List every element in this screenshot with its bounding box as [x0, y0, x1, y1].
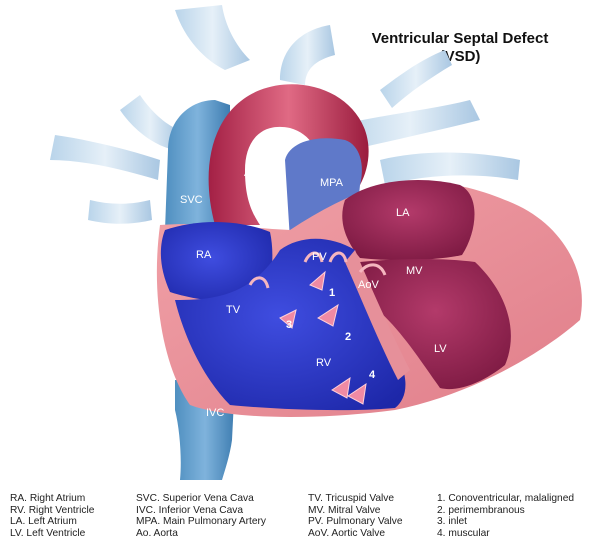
legend-column-chambers: RA. Right Atrium RV. Right Ventricle LA.…	[10, 493, 94, 539]
legend-item: LA. Left Atrium	[10, 516, 94, 528]
defect-number-4: 4	[369, 369, 376, 381]
label-svc: SVC	[180, 194, 203, 206]
label-mpa: MPA	[320, 177, 344, 189]
legend-column-defect-types: 1. Conoventricular, malaligned 2. perime…	[437, 493, 574, 539]
left-atrium	[342, 180, 474, 260]
label-mv: MV	[406, 265, 423, 277]
label-lv: LV	[434, 343, 447, 355]
legend-item: RA. Right Atrium	[10, 493, 94, 505]
legend-item: Ao. Aorta	[136, 528, 266, 539]
label-la: LA	[396, 207, 410, 219]
legend-item: TV. Tricuspid Valve	[308, 493, 403, 505]
label-rv: RV	[316, 357, 332, 369]
legend-item: 4. muscular	[437, 528, 574, 539]
label-tv: TV	[226, 304, 241, 316]
defect-number-3: 3	[286, 319, 292, 331]
legend-item: MV. Mitral Valve	[308, 505, 403, 517]
legend-item: AoV. Aortic Valve	[308, 528, 403, 539]
legend-item: 3. inlet	[437, 516, 574, 528]
legend-item: PV. Pulmonary Valve	[308, 516, 403, 528]
label-ao: Ao	[244, 167, 257, 179]
legend-item: RV. Right Ventricle	[10, 505, 94, 517]
label-ra: RA	[196, 249, 212, 261]
legend-item: LV. Left Ventricle	[10, 528, 94, 539]
legend-item: IVC. Inferior Vena Cava	[136, 505, 266, 517]
label-pv: PV	[312, 251, 327, 263]
label-ivc: IVC	[206, 407, 224, 419]
defect-number-1: 1	[329, 287, 335, 299]
legend-item: 2. perimembranous	[437, 505, 574, 517]
legend-column-vessels: SVC. Superior Vena Cava IVC. Inferior Ve…	[136, 493, 266, 539]
legend-column-valves: TV. Tricuspid Valve MV. Mitral Valve PV.…	[308, 493, 403, 539]
legend-item: MPA. Main Pulmonary Artery	[136, 516, 266, 528]
legend-item: 1. Conoventricular, malaligned	[437, 493, 574, 505]
defect-number-2: 2	[345, 331, 351, 343]
label-aov: AoV	[358, 279, 379, 291]
legend-item: SVC. Superior Vena Cava	[136, 493, 266, 505]
